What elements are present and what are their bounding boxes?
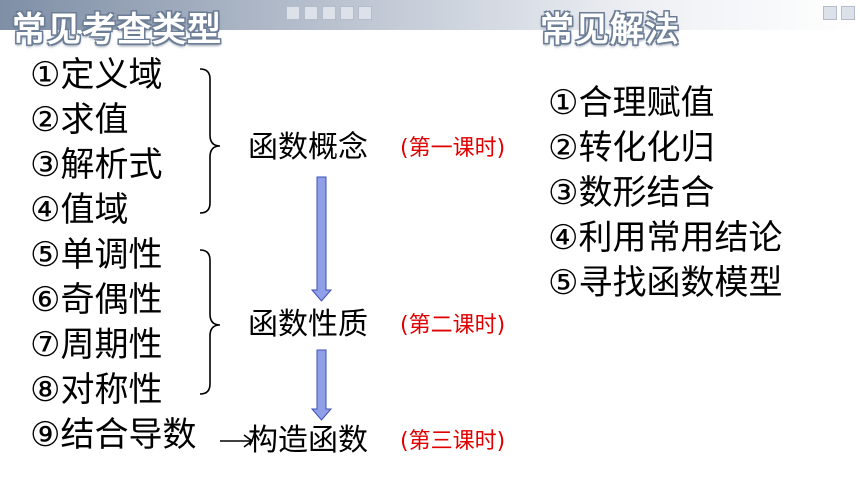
decor-square bbox=[340, 6, 354, 20]
down-arrow-1 bbox=[310, 176, 333, 302]
decor-square bbox=[286, 6, 300, 20]
method-assign: ①合理赋值 bbox=[548, 83, 715, 123]
method-model: ⑤寻找函数模型 bbox=[548, 263, 783, 303]
type-expression: ③解析式 bbox=[30, 145, 163, 185]
type-domain: ①定义域 bbox=[30, 55, 163, 95]
type-derivative: ⑨结合导数 bbox=[30, 415, 197, 455]
type-parity: ⑥奇偶性 bbox=[30, 280, 163, 320]
function-concept-label: 函数概念 bbox=[248, 130, 368, 165]
decor-square bbox=[304, 6, 318, 20]
type-symmetry: ⑧对称性 bbox=[30, 370, 163, 410]
type-evaluate: ②求值 bbox=[30, 100, 129, 140]
common-methods-heading: 常见解法 bbox=[540, 10, 680, 50]
common-types-heading: 常见考查类型 bbox=[12, 10, 222, 50]
decor-square bbox=[358, 6, 372, 20]
construct-function-label: 构造函数 bbox=[248, 423, 368, 458]
right-arrow bbox=[220, 434, 254, 448]
lesson-2-label: (第二课时) bbox=[400, 313, 506, 338]
decor-square bbox=[823, 6, 837, 20]
lesson-1-label: (第一课时) bbox=[400, 136, 506, 161]
brace-property bbox=[199, 249, 221, 395]
lesson-3-label: (第三课时) bbox=[400, 429, 506, 454]
type-monotonicity: ⑤单调性 bbox=[30, 235, 163, 275]
method-transform: ②转化化归 bbox=[548, 128, 715, 168]
method-shape-number: ③数形结合 bbox=[548, 173, 715, 213]
type-periodicity: ⑦周期性 bbox=[30, 325, 163, 365]
title-bar bbox=[0, 0, 860, 30]
function-property-label: 函数性质 bbox=[248, 307, 368, 342]
decor-square bbox=[841, 6, 855, 20]
brace-concept bbox=[199, 68, 221, 214]
type-range: ④值域 bbox=[30, 190, 129, 230]
down-arrow-2 bbox=[310, 349, 333, 421]
decor-square bbox=[322, 6, 336, 20]
method-conclusion: ④利用常用结论 bbox=[548, 218, 783, 258]
